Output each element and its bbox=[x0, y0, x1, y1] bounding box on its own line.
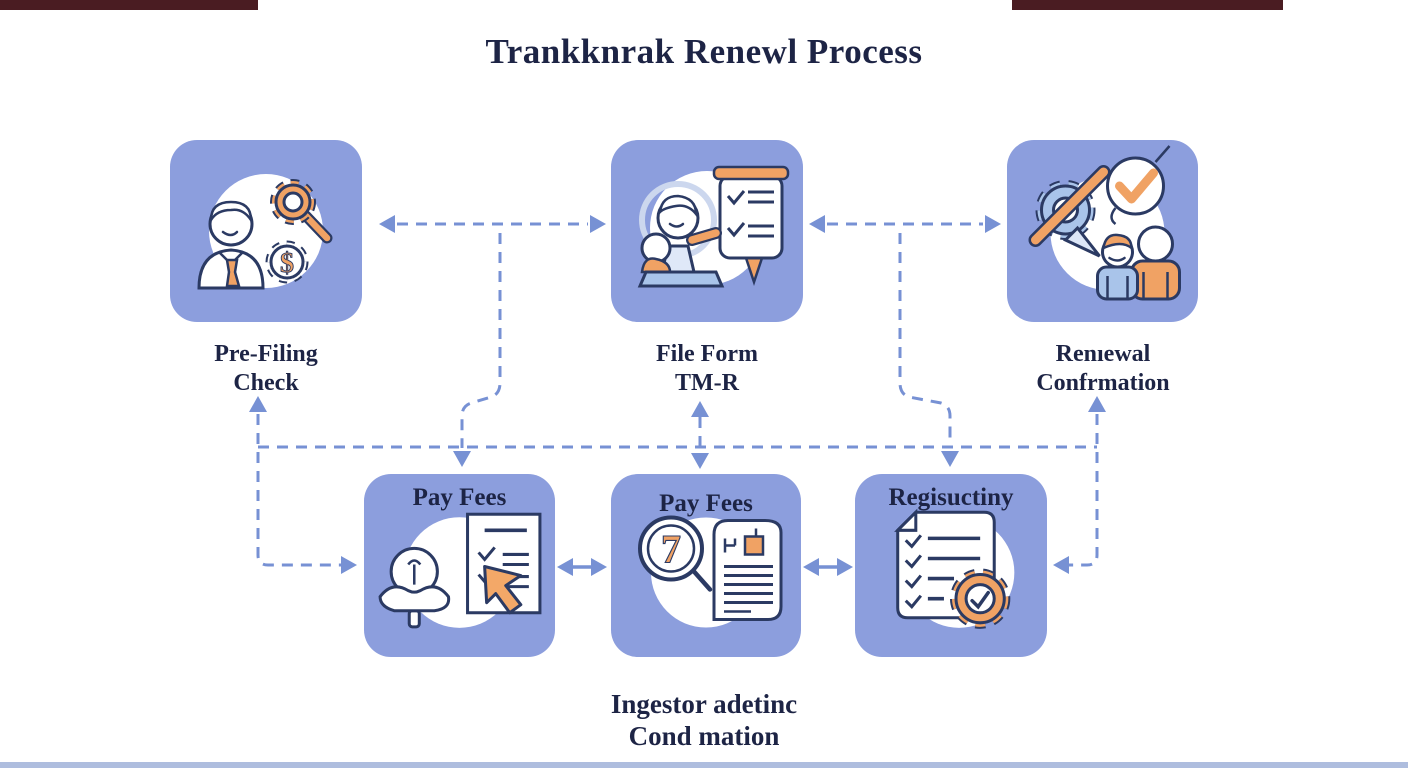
caption-line: Ingestor adetinc bbox=[610, 689, 798, 719]
label-line: Pre-Filing bbox=[214, 341, 318, 367]
gear-checkmark-people-icon bbox=[1028, 145, 1181, 301]
node-file-form-tmr bbox=[611, 140, 803, 322]
hand-lightbulb-checklist-cursor-icon bbox=[378, 512, 542, 629]
bottom-caption: Ingestor adetinc Cond mation bbox=[504, 688, 904, 753]
bottom-edge-bar bbox=[0, 762, 1408, 768]
arrow-prefiling-fileform bbox=[379, 215, 606, 233]
arrow-loop-left-to-prefiling bbox=[249, 396, 357, 574]
arrow-top-to-payfees-left bbox=[453, 233, 502, 467]
arrow-payfees-left-center bbox=[557, 558, 607, 576]
label-registry-scrutiny: Regisuctiny bbox=[888, 484, 1014, 511]
arrow-loop-right-to-renewal bbox=[1053, 396, 1106, 574]
clerk-checklist-sign-icon bbox=[637, 165, 790, 288]
arrow-top-to-registry bbox=[898, 233, 959, 467]
label-file-form-tmr: File Form TM-R bbox=[587, 340, 827, 398]
node-pay-fees-center: Pay Fees 7 bbox=[611, 474, 801, 657]
page-title: Trankknrak Renewl Process bbox=[485, 32, 923, 71]
magnifier-seven-receipt-icon: 7 bbox=[638, 515, 783, 628]
label-line: File Form bbox=[656, 341, 758, 367]
top-right-bar bbox=[1012, 0, 1283, 10]
label-pay-fees-left: Pay Fees bbox=[412, 484, 507, 511]
arrow-fileform-renewal bbox=[809, 215, 1001, 233]
label-line: Confrmation bbox=[1036, 369, 1170, 396]
label-renewal-confirmation: Renıewal Confrmation bbox=[983, 340, 1223, 398]
top-left-bar bbox=[0, 0, 258, 10]
node-registry-scrutiny: Regisuctiny bbox=[855, 474, 1047, 657]
arrow-fileform-payfees-center bbox=[691, 401, 709, 469]
caption-line: Cond mation bbox=[628, 721, 780, 752]
label-line: Check bbox=[233, 369, 299, 396]
person-gear-magnifier-dollar-icon: $ bbox=[197, 174, 333, 290]
label-line: TM-R bbox=[675, 369, 739, 396]
label-pay-fees-center: Pay Fees bbox=[659, 490, 753, 517]
node-renewal-confirmation bbox=[1007, 140, 1198, 322]
arrow-payfees-center-registry bbox=[803, 558, 853, 576]
svg-text:7: 7 bbox=[661, 527, 681, 572]
node-pay-fees-left: Pay Fees bbox=[364, 474, 555, 657]
node-pre-filing-check: $ bbox=[170, 140, 362, 322]
checklist-gear-icon bbox=[894, 508, 1015, 629]
svg-text:$: $ bbox=[280, 248, 294, 279]
label-pre-filing-check: Pre-Filing Check bbox=[146, 340, 386, 398]
label-line: Renıewal bbox=[1055, 341, 1151, 367]
